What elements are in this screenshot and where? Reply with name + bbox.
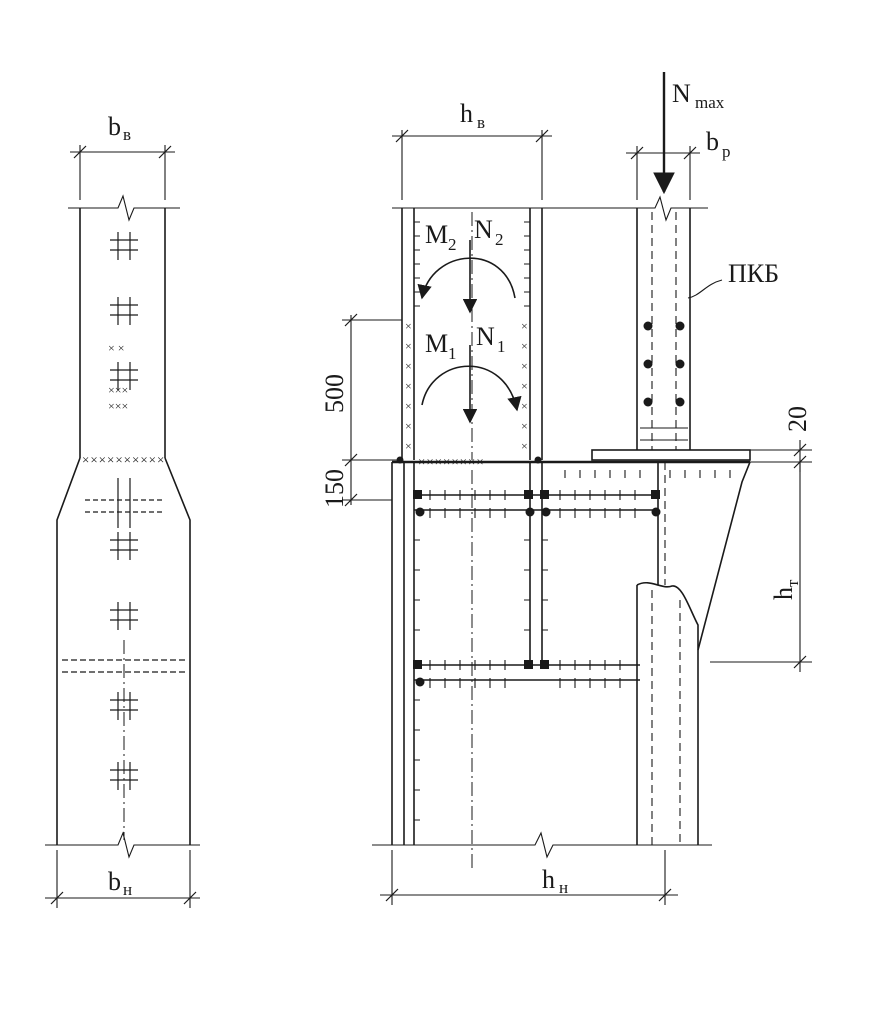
- label-b-lower-sub: н: [123, 880, 132, 899]
- dim-20: 20: [750, 406, 812, 472]
- label-b-p-sub: р: [722, 142, 731, 161]
- label-n1-sub: 1: [497, 337, 506, 356]
- dim-b-upper: b в: [70, 112, 175, 200]
- label-m1-sub: 1: [448, 344, 457, 363]
- svg-text:×: ×: [405, 379, 412, 393]
- label-h-t: h: [769, 587, 798, 600]
- svg-text:×: ×: [521, 319, 528, 333]
- label-dim-500: 500: [320, 374, 349, 413]
- svg-text:× ×: × ×: [108, 341, 125, 355]
- svg-text:×: ×: [405, 359, 412, 373]
- svg-text:×: ×: [405, 439, 412, 453]
- lower-column: [391, 456, 751, 870]
- crane-column-lower: [636, 462, 699, 845]
- bearing-plate: [591, 449, 751, 461]
- label-b-upper: b: [108, 112, 121, 141]
- label-dim-150: 150: [320, 469, 349, 508]
- label-b-upper-sub: в: [123, 125, 131, 144]
- label-h-lower-sub: н: [559, 878, 568, 897]
- svg-text:×: ×: [521, 379, 528, 393]
- bolt-symbols-upper: [110, 232, 138, 390]
- upper-column: × × × × × × × × × × × × × × ××××××××: [401, 208, 543, 469]
- svg-text:×: ×: [521, 439, 528, 453]
- label-pkb: ПКБ: [728, 259, 779, 288]
- label-n1: N: [476, 322, 495, 351]
- dim-h-lower: h н: [380, 850, 678, 905]
- svg-text:×: ×: [405, 339, 412, 353]
- crane-column-upper: ПКБ: [636, 208, 779, 450]
- label-n2-sub: 2: [495, 230, 504, 249]
- dim-500-150: 500 150: [320, 313, 402, 508]
- label-h-upper-sub: в: [477, 113, 485, 132]
- svg-text:×: ×: [521, 419, 528, 433]
- top-break-line-front: [392, 195, 708, 222]
- label-h-upper: h: [460, 99, 473, 128]
- bottom-break-line-side: [45, 831, 200, 859]
- load-nmax: N max: [653, 72, 725, 195]
- svg-text:×: ×: [521, 399, 528, 413]
- bottom-break-line-front: [372, 831, 712, 859]
- side-view: ×××××××××× × × ××× ××× b: [45, 112, 200, 908]
- label-b-p: b: [706, 127, 719, 156]
- loads-upper: M 2 N 2 M 1 N 1: [417, 215, 522, 424]
- label-n2: N: [474, 215, 493, 244]
- svg-text:×: ×: [405, 319, 412, 333]
- dim-b-lower: b н: [45, 850, 200, 908]
- svg-text:×: ×: [405, 399, 412, 413]
- svg-text:×: ×: [405, 419, 412, 433]
- svg-text:×: ×: [521, 339, 528, 353]
- weld-marks: ××××××××××: [82, 452, 165, 467]
- top-break-line-side: [68, 194, 180, 222]
- svg-text:×: ×: [521, 359, 528, 373]
- front-view: × × × × × × × × × × × × × × ×××××××× M 2…: [320, 72, 812, 905]
- label-m2: M: [425, 220, 448, 249]
- svg-text:×××: ×××: [108, 383, 128, 397]
- label-dim-20: 20: [783, 406, 812, 432]
- svg-text:×××: ×××: [108, 399, 128, 413]
- label-nmax-sub: max: [695, 93, 725, 112]
- label-h-lower: h: [542, 865, 555, 894]
- label-m2-sub: 2: [448, 235, 457, 254]
- label-nmax: N: [672, 79, 691, 108]
- dim-h-t: h т: [710, 462, 812, 672]
- dim-h-upper: h в: [392, 99, 552, 200]
- dim-b-p: b р: [626, 127, 731, 200]
- label-h-t-sub: т: [783, 579, 802, 587]
- label-m1: M: [425, 329, 448, 358]
- label-b-lower: b: [108, 867, 121, 896]
